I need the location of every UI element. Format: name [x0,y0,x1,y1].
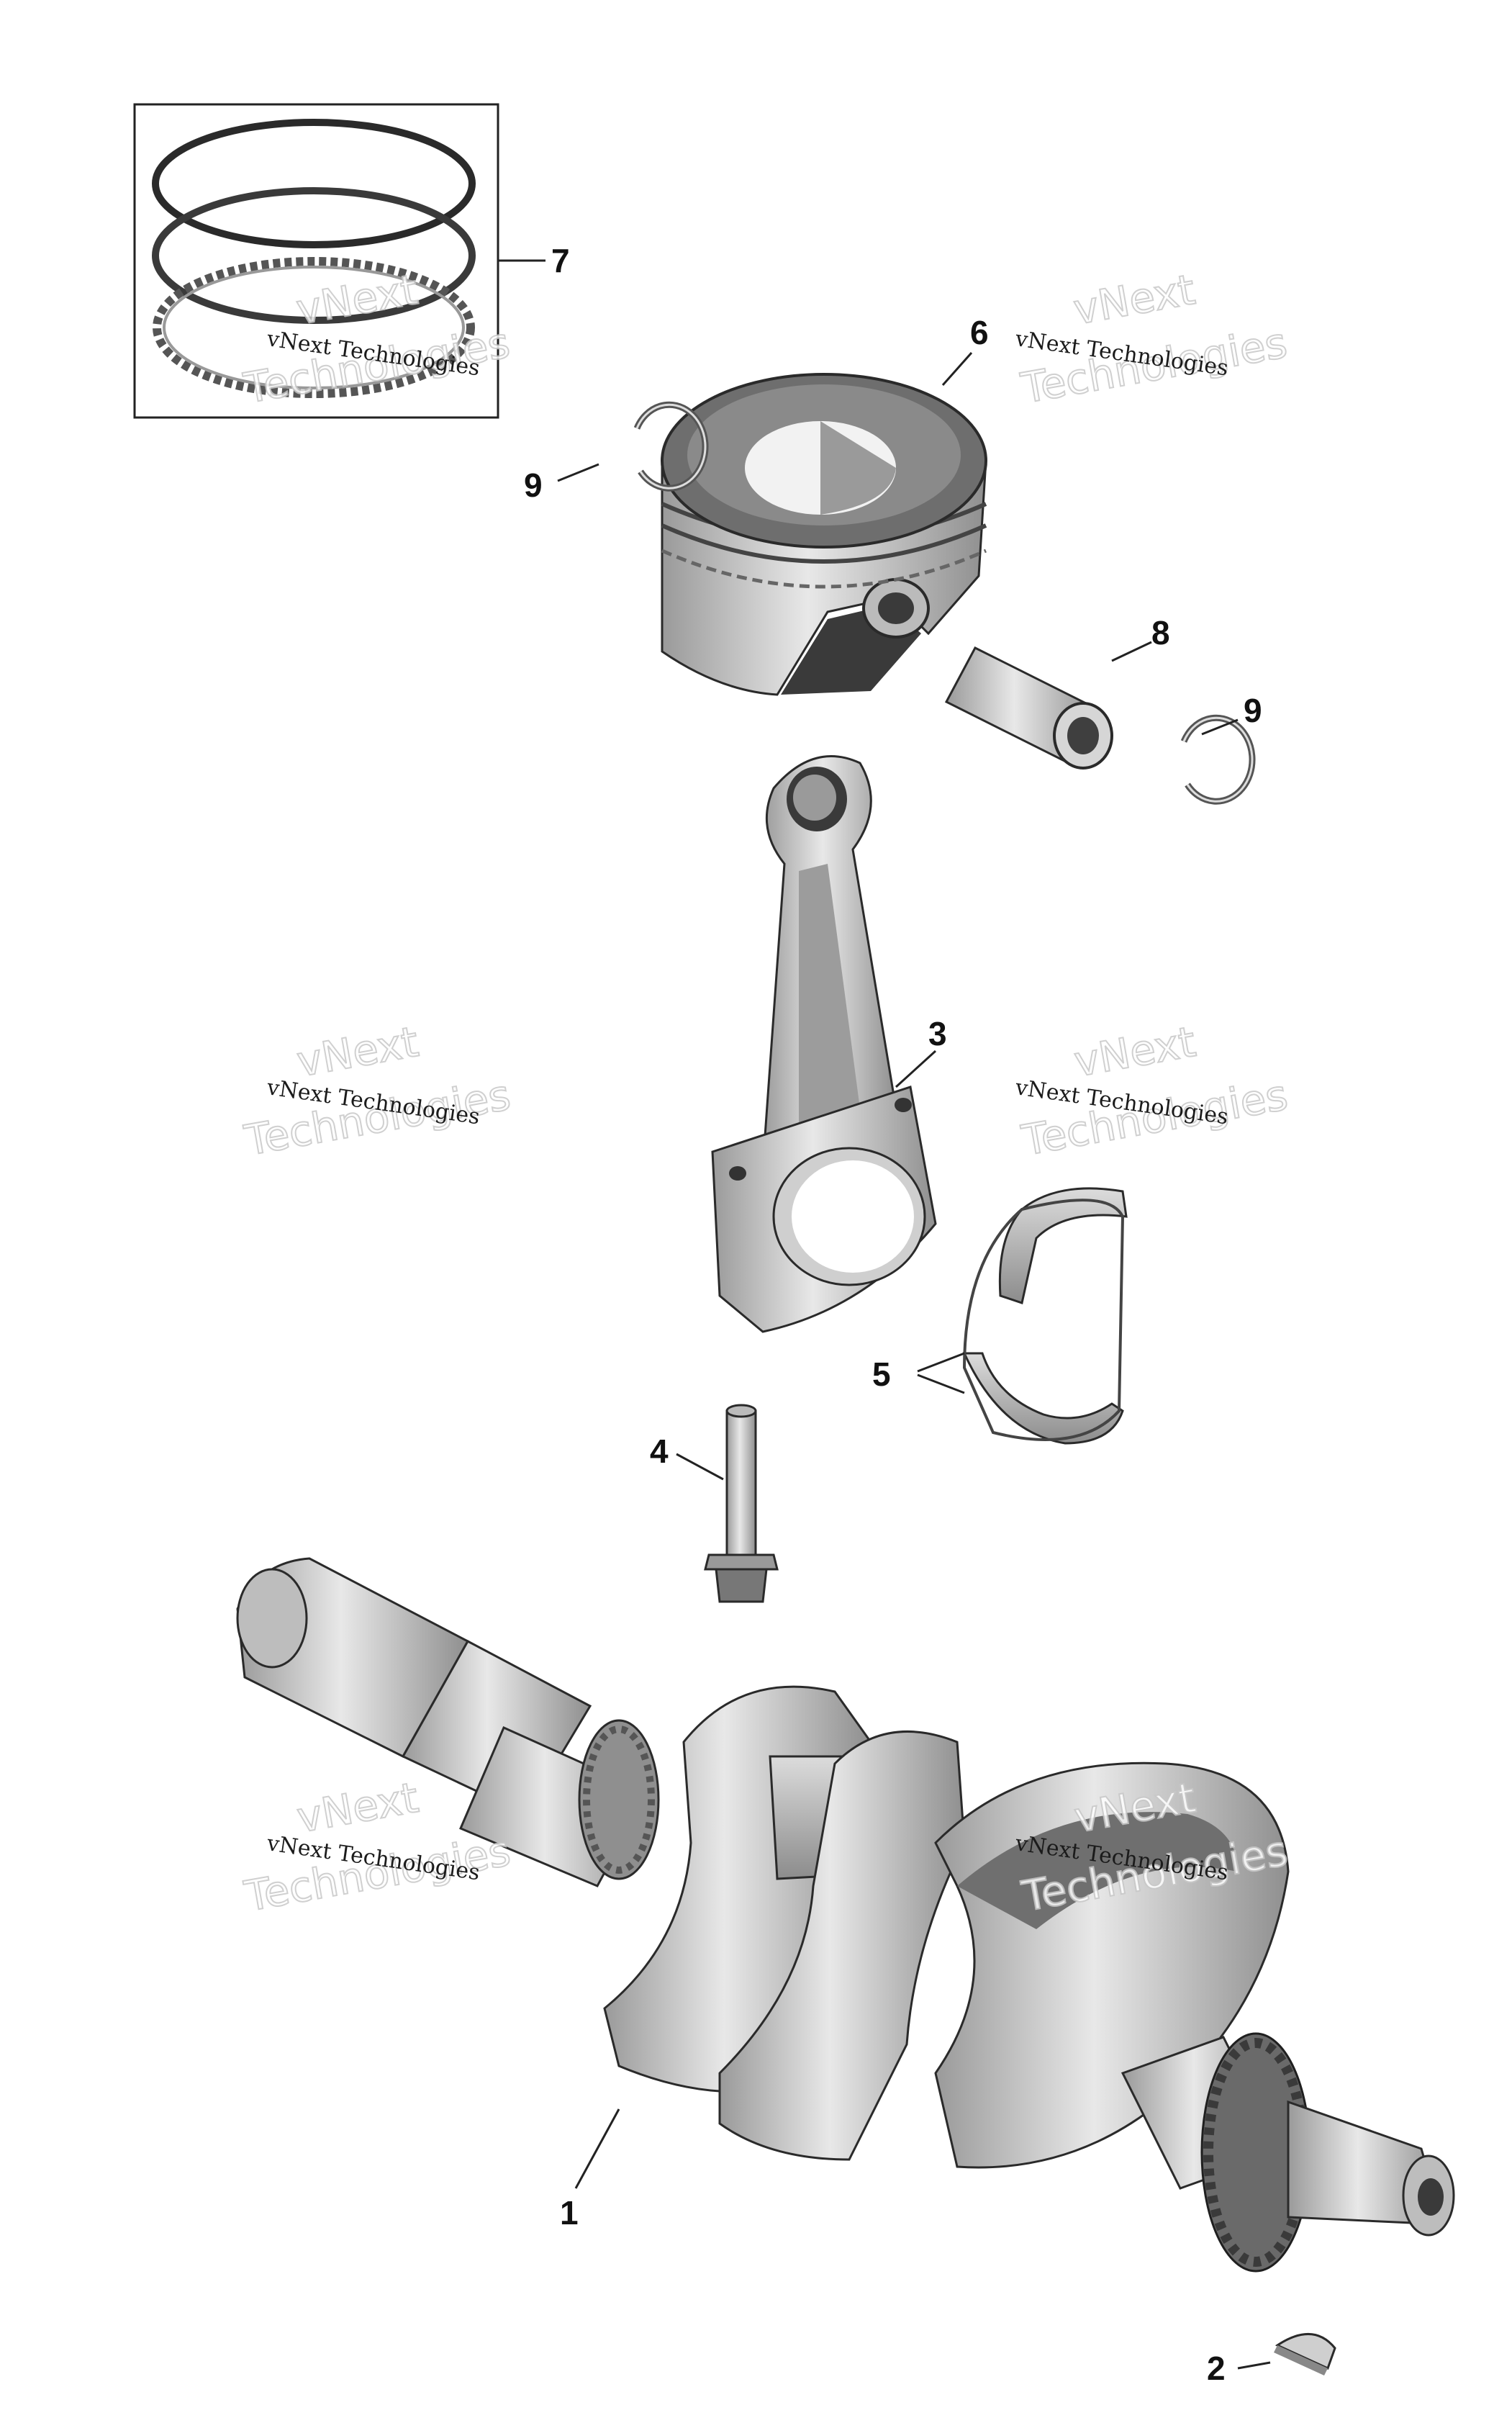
bolt-head [715,1568,768,1603]
callout-1: 1 [560,2194,579,2232]
compression-ring-top [152,119,476,248]
circlip-bottom[interactable] [1180,714,1256,805]
bolt-shank [725,1409,757,1556]
callout-9-bottom: 9 [1244,692,1262,729]
leader-4 [676,1453,724,1481]
connecting-rod-bolt[interactable] [704,1404,779,1603]
bolt-flange [704,1553,779,1571]
leader-6 [941,352,973,386]
leader-9b [1201,718,1239,736]
callout-3: 3 [928,1015,947,1052]
rod-big-end-bore-inner [792,1160,914,1273]
rod-small-end-face [793,775,836,821]
crankshaft-web-rear [718,1730,966,2161]
callout-8: 8 [1151,614,1170,651]
svg-text:vNext: vNext [293,265,422,334]
oil-control-ring [153,257,475,398]
leader-3 [895,1050,937,1088]
callout-9-top: 9 [524,466,543,504]
leader-2 [1237,2361,1271,2370]
crankshaft-rear-end-bore [1418,2178,1444,2216]
crankshaft-front-end [236,1568,308,1669]
piston[interactable] [661,373,987,696]
svg-text:vNext: vNext [1070,265,1199,334]
rod-bolt-hole-right [895,1098,912,1112]
counterweight-band [957,1812,1238,1929]
leader-1 [574,2108,620,2189]
callout-2: 2 [1207,2350,1226,2387]
circlip-top[interactable] [633,401,709,492]
svg-text:vNext: vNext [294,1017,422,1086]
leader-5a [917,1352,965,1373]
piston-pin-bore [878,592,914,624]
piston-pin-end-bore [1067,717,1099,754]
svg-text:vNext: vNext [1071,1017,1200,1086]
callout-4: 4 [650,1432,669,1470]
bearing-shell-upper [998,1187,1128,1304]
leader-9a [557,463,599,482]
piston-pin[interactable] [944,646,1113,770]
svg-text:vNext: vNext [294,1773,422,1842]
timing-gear-front [578,1719,660,1880]
bearing-shell-outer [962,1199,1125,1441]
oil-control-ring-inner [163,266,465,389]
piston-crown-shadow [820,421,896,515]
callout-7: 7 [551,242,570,279]
rod-bolt-hole-left [729,1166,746,1181]
rod-beam-channel [799,864,860,1130]
crankshaft[interactable] [236,1557,1455,2273]
bearing-shell-lower [962,1352,1124,1445]
leader-5b [917,1373,965,1394]
compression-ring-second [152,187,476,324]
leader-8 [1111,641,1152,662]
bolt-tip [725,1404,757,1418]
connecting-rod-bearings[interactable] [962,1187,1128,1445]
callout-6: 6 [970,314,989,351]
woodruff-key[interactable] [1274,2333,1336,2375]
piston-ring-set[interactable] [133,103,499,419]
connecting-rod[interactable] [711,755,937,1333]
callout-5: 5 [872,1355,891,1393]
